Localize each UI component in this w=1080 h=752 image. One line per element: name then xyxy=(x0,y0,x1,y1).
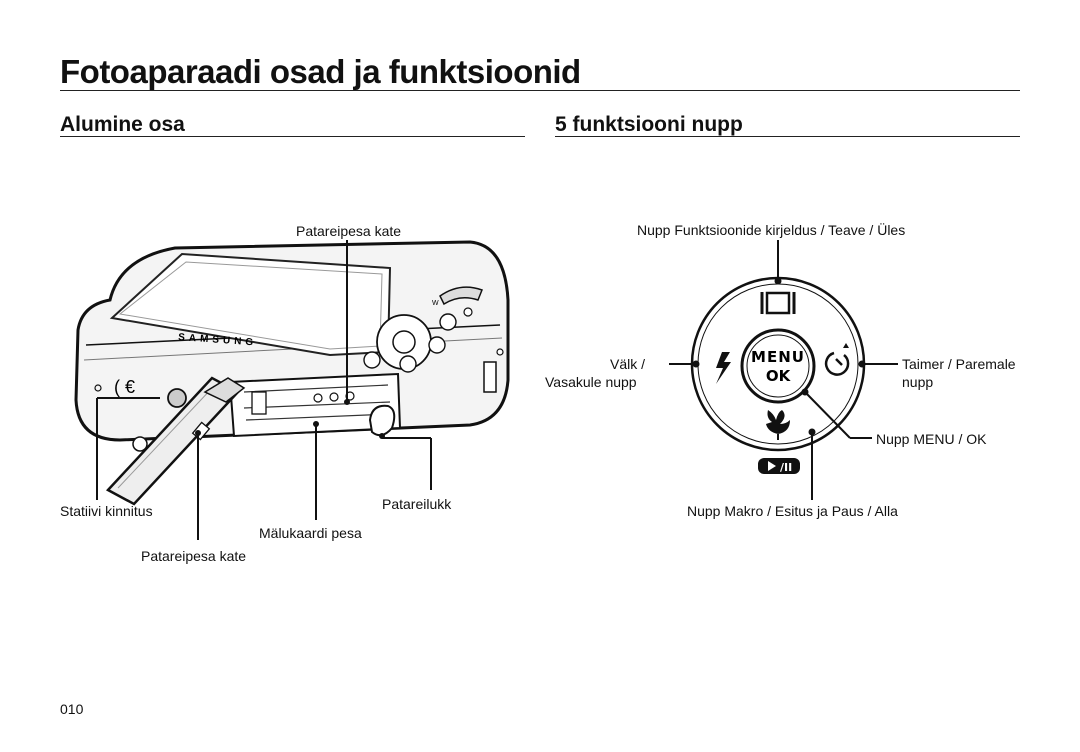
ce-mark: ( € xyxy=(114,377,135,397)
label-battery-lock: Patareilukk xyxy=(382,496,452,512)
label-memory-card-slot: Mälukaardi pesa xyxy=(259,525,362,541)
label-tripod-mount: Statiivi kinnitus xyxy=(60,503,153,519)
label-down-button: Nupp Makro / Esitus ja Paus / Alla xyxy=(687,503,898,519)
section-rule-left xyxy=(60,136,525,137)
section-title-bottom: Alumine osa xyxy=(60,113,185,136)
tripod-socket xyxy=(167,388,187,408)
ok-label: OK xyxy=(766,367,792,385)
section-rule-right xyxy=(555,136,1020,137)
label-timer-right-1: Taimer / Paremale xyxy=(902,356,1016,372)
svg-text:W: W xyxy=(432,300,439,307)
menu-label: MENU xyxy=(751,348,805,366)
battery-lock xyxy=(368,404,396,437)
label-flash-left-1: Välk / xyxy=(610,356,646,372)
label-up-button: Nupp Funktsioonide kirjeldus / Teave / Ü… xyxy=(637,222,906,238)
macro-icon xyxy=(766,410,790,440)
zoom-lever xyxy=(439,286,483,306)
title-rule xyxy=(60,90,1020,91)
page-number: 010 xyxy=(60,701,84,717)
leader-lines-right xyxy=(669,240,898,500)
label-flash-left-2: Vasakule nupp xyxy=(545,374,637,390)
label-menu-ok: Nupp MENU / OK xyxy=(876,431,987,447)
svg-text:/II: /II xyxy=(780,461,792,474)
leader-lines-left xyxy=(96,240,432,540)
lcd-screen xyxy=(109,252,392,357)
play-pause-icon xyxy=(758,458,800,474)
page-title: Fotoaparaadi osad ja funktsioonid xyxy=(60,53,581,90)
menu-ok-center-button xyxy=(740,328,816,404)
section-title-5-function: 5 funktsiooni nupp xyxy=(555,113,743,136)
flash-icon xyxy=(716,352,731,384)
five-function-dial: MENU OK xyxy=(690,276,866,452)
timer-icon xyxy=(824,343,850,376)
label-battery-cover-top: Patareipesa kate xyxy=(296,223,402,239)
display-icon xyxy=(760,291,796,315)
label-battery-cover-bottom: Patareipesa kate xyxy=(141,548,247,564)
label-timer-right-2: nupp xyxy=(902,374,934,390)
